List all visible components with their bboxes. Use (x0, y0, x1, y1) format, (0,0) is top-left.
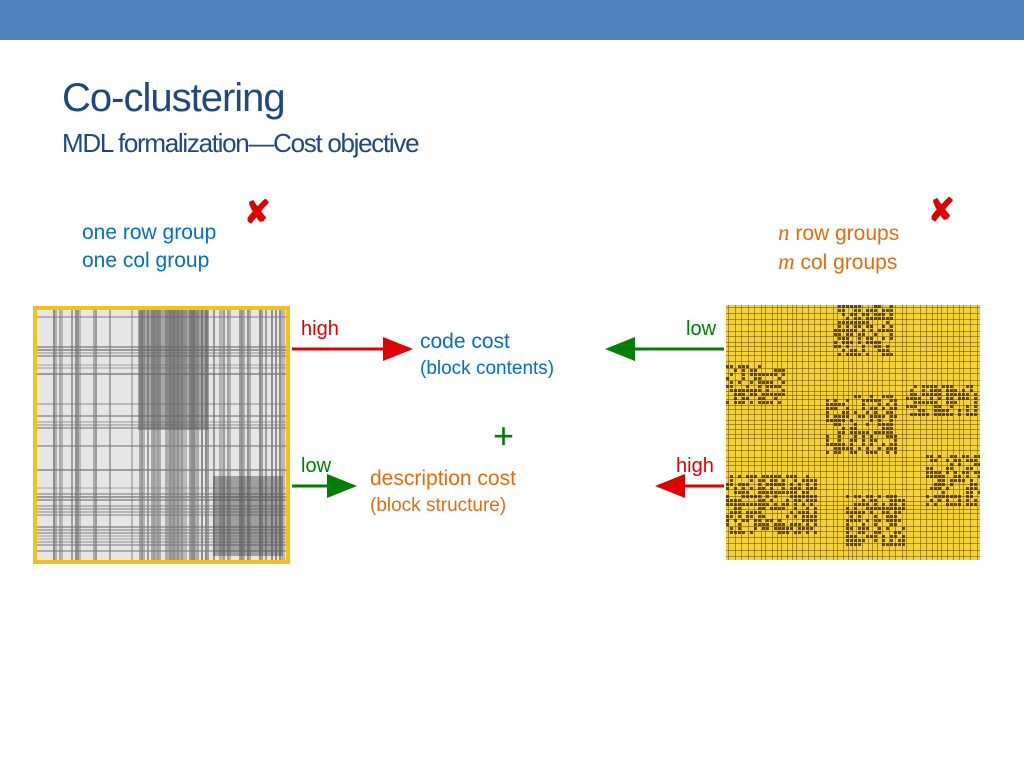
code-cost-label: code cost (420, 330, 510, 353)
right-col-groups-label: m col groups (778, 249, 897, 275)
plus-sign: + (493, 415, 515, 456)
slide-subtitle: MDL formalization—Cost objective (62, 128, 420, 158)
code-cost-sublabel: (block contents) (420, 358, 555, 379)
x-mark-icon: ✘ (244, 194, 271, 230)
description-cost-sublabel: (block structure) (370, 495, 507, 516)
description-cost-label: description cost (370, 467, 516, 490)
n-variable: n (778, 220, 790, 245)
right-code-cost-level: low (686, 318, 717, 340)
slide-title: Co-clustering (62, 76, 286, 120)
left-description-cost-level: low (301, 455, 332, 477)
left-row-group-label: one row group (82, 221, 217, 244)
right-description-cost-level: high (676, 455, 714, 477)
right-row-groups-label: n row groups (778, 220, 899, 246)
m-variable: m (778, 249, 795, 274)
col-groups-text: col groups (794, 251, 898, 274)
left-code-cost-level: high (301, 318, 339, 340)
x-mark-icon: ✘ (928, 192, 955, 228)
right-matrix-image (726, 305, 980, 560)
left-matrix-image (33, 306, 290, 564)
top-banner (0, 0, 1024, 40)
row-groups-text: row groups (789, 222, 900, 245)
left-col-group-label: one col group (82, 249, 210, 272)
